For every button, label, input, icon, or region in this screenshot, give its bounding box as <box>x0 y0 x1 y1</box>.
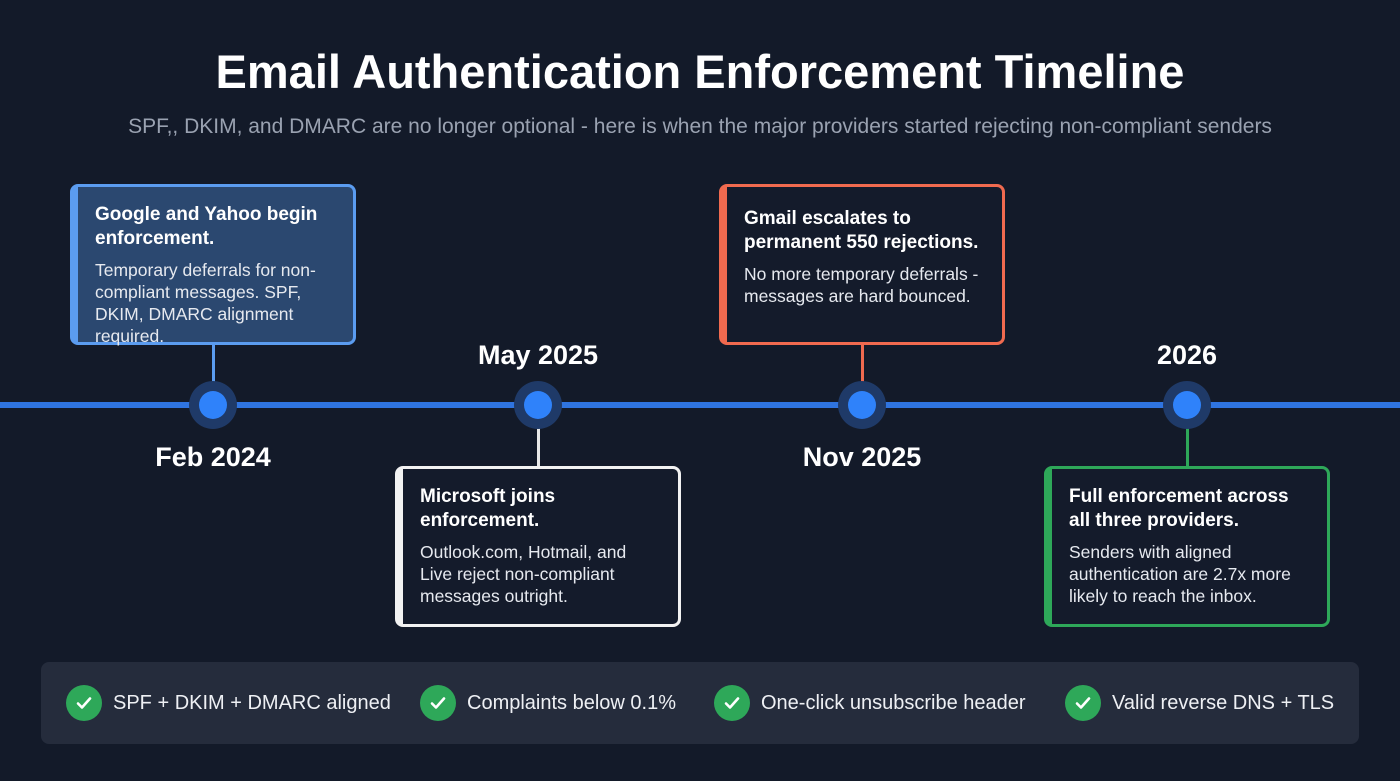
timeline-node-nov-2025 <box>838 381 886 429</box>
event-body: Outlook.com, Hotmail, and Live reject no… <box>420 542 627 606</box>
connector-3 <box>860 345 864 383</box>
check-circle-icon <box>420 685 456 721</box>
event-title: Gmail escalates to permanent 550 rejecti… <box>744 208 979 253</box>
event-card-full-enforcement: Full enforcement across all three provid… <box>1044 466 1330 627</box>
event-card-gmail: Gmail escalates to permanent 550 rejecti… <box>719 184 1005 345</box>
check-circle-icon <box>66 685 102 721</box>
check-circle-icon <box>714 685 750 721</box>
checklist-item: Complaints below 0.1% <box>420 685 676 721</box>
event-title: Full enforcement across all three provid… <box>1069 486 1289 531</box>
event-card-google-yahoo: Google and Yahoo begin enforcement. Temp… <box>70 184 356 346</box>
page-title: Email Authentication Enforcement Timelin… <box>215 45 1185 98</box>
checklist-item: Valid reverse DNS + TLS <box>1065 685 1334 721</box>
timeline-node-2026 <box>1163 381 1211 429</box>
page-subtitle: SPF,, DKIM, and DMARC are no longer opti… <box>128 115 1272 138</box>
timeline-axis <box>0 402 1400 408</box>
date-label: Nov 2025 <box>802 442 922 472</box>
date-label: Feb 2024 <box>155 442 271 472</box>
timeline-node-may-2025 <box>514 381 562 429</box>
requirements-checklist: SPF + DKIM + DMARC aligned Complaints be… <box>41 662 1359 744</box>
checklist-label: Complaints below 0.1% <box>467 691 676 714</box>
date-label: May 2025 <box>477 340 599 370</box>
checklist-label: Valid reverse DNS + TLS <box>1112 691 1335 714</box>
event-title: Microsoft joins enforcement. <box>420 486 556 531</box>
event-title: Google and Yahoo begin enforcement. <box>95 204 318 249</box>
event-body: Senders with aligned authentication are … <box>1069 542 1291 606</box>
timeline-node-feb-2024 <box>189 381 237 429</box>
checklist-item: One-click unsubscribe header <box>714 685 1026 721</box>
connector-1 <box>211 345 215 383</box>
checklist-item: SPF + DKIM + DMARC aligned <box>66 685 391 721</box>
check-circle-icon <box>1065 685 1101 721</box>
event-card-microsoft: Microsoft joins enforcement. Outlook.com… <box>395 466 681 627</box>
checklist-label: SPF + DKIM + DMARC aligned <box>113 691 391 714</box>
checklist-label: One-click unsubscribe header <box>761 691 1026 714</box>
connector-2 <box>536 428 540 466</box>
event-body: Temporary deferrals for non-compliant me… <box>95 260 316 346</box>
event-body: No more temporary deferrals - messages a… <box>744 264 979 306</box>
connector-4 <box>1185 428 1189 466</box>
date-label: 2026 <box>1156 340 1218 370</box>
